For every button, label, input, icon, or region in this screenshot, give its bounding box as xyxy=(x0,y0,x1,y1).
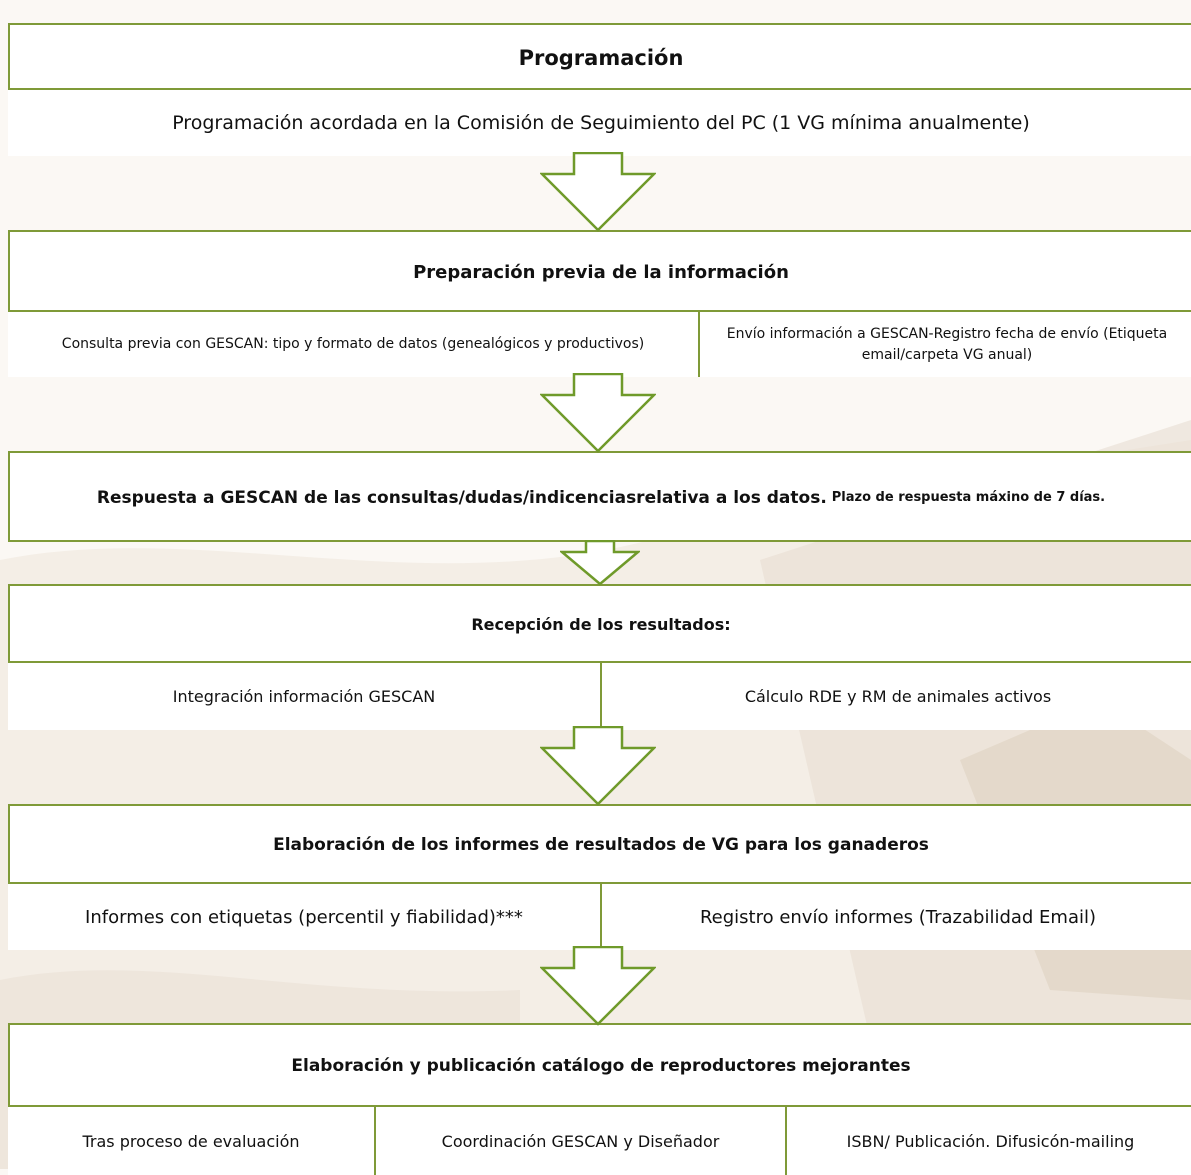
step-catalogo: Elaboración y publicación catálogo de re… xyxy=(8,1023,1191,1175)
step-title: Elaboración y publicación catálogo de re… xyxy=(291,1056,911,1076)
step-detail-cell: Tras proceso de evaluación xyxy=(8,1107,374,1175)
step-recepcion: Recepción de los resultados: Integración… xyxy=(8,584,1191,730)
step-title: Elaboración de los informes de resultado… xyxy=(273,835,929,855)
step-detail-row: Consulta previa con GESCAN: tipo y forma… xyxy=(8,310,1191,377)
step-preparacion: Preparación previa de la información Con… xyxy=(8,230,1191,377)
step-detail-cell: Informes con etiquetas (percentil y fiab… xyxy=(8,884,600,950)
down-arrow-icon xyxy=(540,373,656,453)
step-detail-cell: Consulta previa con GESCAN: tipo y forma… xyxy=(8,312,698,377)
step-detail-row: Informes con etiquetas (percentil y fiab… xyxy=(8,882,1191,950)
step-respuesta: Respuesta a GESCAN de las consultas/duda… xyxy=(8,451,1191,542)
down-arrow-icon xyxy=(540,152,656,232)
step-detail-row: Tras proceso de evaluación Coordinación … xyxy=(8,1105,1191,1175)
step-title-row: Respuesta a GESCAN de las consultas/duda… xyxy=(10,453,1191,542)
step-detail-row: Integración información GESCAN Cálculo R… xyxy=(8,661,1191,730)
down-arrow-icon xyxy=(540,946,656,1026)
step-note: Plazo de respuesta máxino de 7 días. xyxy=(831,490,1106,505)
down-arrow-icon xyxy=(540,726,656,806)
down-arrow-icon xyxy=(560,540,640,586)
step-detail-cell: Coordinación GESCAN y Diseñador xyxy=(374,1107,785,1175)
step-detail-cell: Integración información GESCAN xyxy=(8,663,600,730)
step-detail-row: Programación acordada en la Comisión de … xyxy=(8,88,1191,156)
step-title: Recepción de los resultados: xyxy=(471,615,731,634)
step-title: Programación xyxy=(518,45,684,70)
step-detail-cell: ISBN/ Publicación. Difusicón-mailing xyxy=(785,1107,1191,1175)
step-detail-cell: Envío información a GESCAN-Registro fech… xyxy=(698,312,1191,377)
step-title: Respuesta a GESCAN de las consultas/duda… xyxy=(96,487,827,508)
step-detail-cell: Registro envío informes (Trazabilidad Em… xyxy=(600,884,1191,950)
step-informes: Elaboración de los informes de resultado… xyxy=(8,804,1191,950)
step-title: Preparación previa de la información xyxy=(413,261,789,283)
step-detail-cell: Cálculo RDE y RM de animales activos xyxy=(600,663,1191,730)
step-programacion: Programación Programación acordada en la… xyxy=(8,23,1191,156)
step-detail-cell: Programación acordada en la Comisión de … xyxy=(8,90,1191,156)
